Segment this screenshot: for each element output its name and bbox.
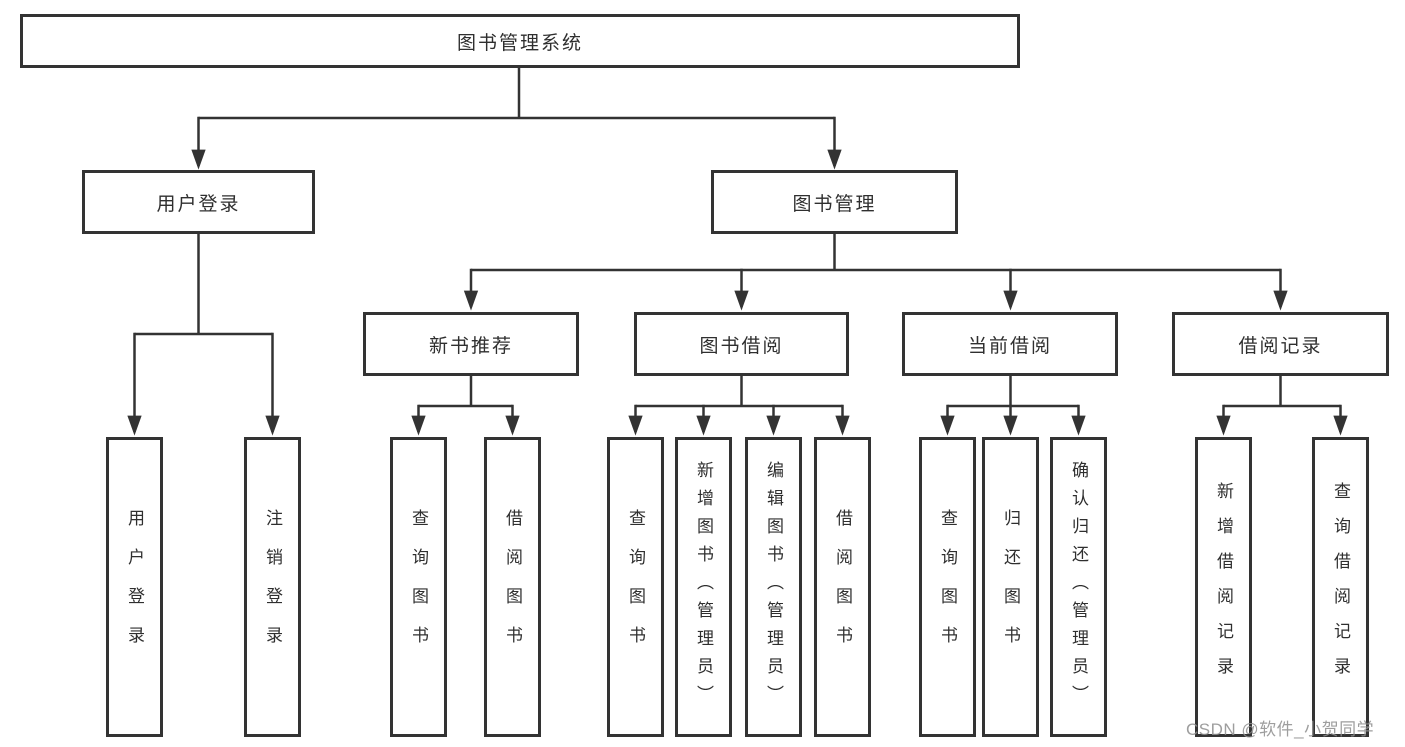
node-book-management: 图书管理 [711,170,958,234]
node-edit-books-admin: 编辑图书（管理员） [745,437,802,737]
node-query-books-2: 查询图书 [607,437,664,737]
node-borrowing-records: 借阅记录 [1172,312,1389,376]
node-label: 借阅图书 [503,509,522,665]
node-book-borrowing: 图书借阅 [634,312,849,376]
node-borrow-books-1: 借阅图书 [484,437,541,737]
node-label: 查询借阅记录 [1331,482,1350,692]
node-current-borrowing: 当前借阅 [902,312,1118,376]
node-label: 查询图书 [409,509,428,665]
node-borrow-books-2: 借阅图书 [814,437,871,737]
node-user-login: 用户登录 [82,170,315,234]
node-label: 用户登录 [125,509,144,665]
csdn-watermark: CSDN @软件_小贺同学 [1186,720,1375,739]
node-label: 查询图书 [938,509,957,665]
node-label: 新增图书（管理员） [694,461,713,713]
node-query-books-1: 查询图书 [390,437,447,737]
node-add-borrow-record: 新增借阅记录 [1195,437,1252,737]
node-return-books: 归还图书 [982,437,1039,737]
node-label: 图书管理 [792,193,877,215]
node-label: 新增借阅记录 [1214,482,1233,692]
node-label: 借阅图书 [833,509,852,665]
node-confirm-return-admin: 确认归还（管理员） [1050,437,1107,737]
node-label: 图书管理系统 [456,32,583,54]
node-label: 新书推荐 [428,335,513,357]
node-label: 编辑图书（管理员） [764,461,783,713]
node-add-books-admin: 新增图书（管理员） [675,437,732,737]
node-library-management-system: 图书管理系统 [20,14,1020,68]
node-label: 当前借阅 [967,335,1052,357]
node-label: 归还图书 [1001,509,1020,665]
node-label: 注销登录 [263,509,282,665]
node-new-book-recommendation: 新书推荐 [363,312,579,376]
node-label: 借阅记录 [1238,335,1323,357]
node-user-login-leaf: 用户登录 [106,437,163,737]
node-label: 查询图书 [626,509,645,665]
node-logout-leaf: 注销登录 [244,437,301,737]
node-label: 用户登录 [156,193,241,215]
node-query-books-3: 查询图书 [919,437,976,737]
node-query-borrow-record: 查询借阅记录 [1312,437,1369,737]
node-label: 图书借阅 [699,335,784,357]
node-label: 确认归还（管理员） [1069,461,1088,713]
